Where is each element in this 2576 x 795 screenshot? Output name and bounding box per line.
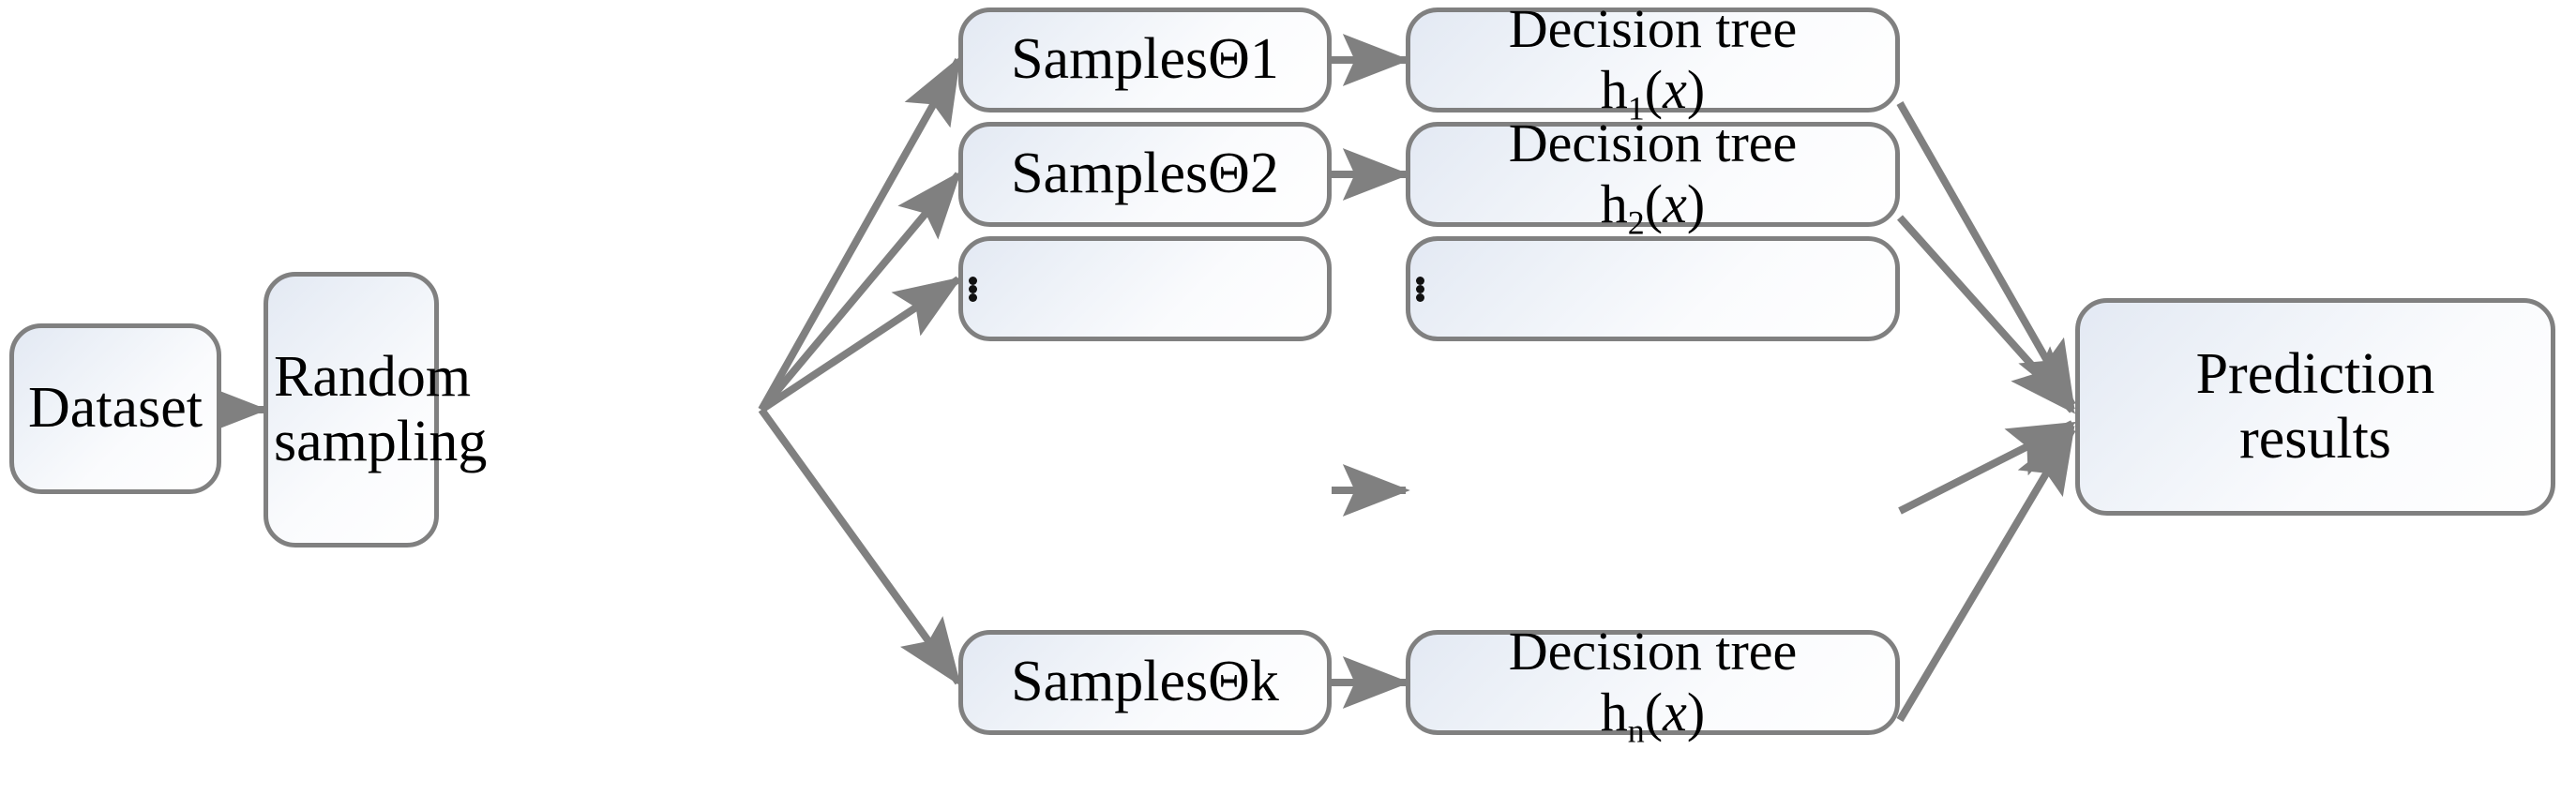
edge-sampling-to-samples-4: [758, 407, 962, 686]
node-tree-4-var: x: [1663, 682, 1687, 742]
node-random-sampling-line2: sampling: [274, 410, 488, 473]
edge-sampling-to-samples-2: [758, 171, 962, 412]
node-tree-4-fn: h: [1600, 682, 1628, 742]
node-tree-2-line1: Decision tree: [1508, 112, 1798, 174]
node-tree-4-line1: Decision tree: [1508, 621, 1798, 682]
edge-sampling-to-samples-3: [759, 276, 963, 413]
node-random-sampling-line1: Random: [274, 344, 472, 409]
node-tree-1-line1: Decision tree: [1508, 0, 1798, 60]
node-samples-ellipsis[interactable]: ⋮: [958, 236, 1332, 341]
node-tree-ellipsis-label: [1410, 276, 1895, 302]
node-samples-2-label: SamplesΘ2: [1011, 142, 1279, 206]
node-tree-4-sub: n: [1627, 712, 1645, 750]
dot-1: [1416, 276, 1424, 285]
node-tree-1-formula: h1(x): [1600, 59, 1706, 128]
edge-tree-1-to-prediction: [1896, 101, 2076, 410]
node-samples-4-label: SamplesΘk: [1011, 650, 1279, 714]
node-tree-2-label: Decision tree h2(x): [1410, 112, 1895, 242]
node-tree-1-label: Decision tree h1(x): [1410, 0, 1895, 128]
node-tree-4[interactable]: Decision tree hn(x): [1406, 621, 1900, 748]
dot-3: [969, 292, 977, 302]
node-prediction-line2: results: [2239, 407, 2391, 471]
node-tree-4-label: Decision tree hn(x): [1410, 621, 1895, 750]
node-tree-ellipsis[interactable]: ⋮: [1406, 236, 1900, 341]
node-tree-1-sub: 1: [1627, 89, 1645, 128]
node-tree-2-sub: 2: [1627, 203, 1645, 242]
node-tree-2-fn: h: [1600, 173, 1628, 234]
node-prediction-results-label: Prediction results: [2080, 342, 2551, 472]
dot-2: [1416, 284, 1424, 293]
node-samples-4[interactable]: SamplesΘk: [958, 630, 1332, 735]
node-tree-2[interactable]: Decision tree h2(x): [1406, 112, 1900, 240]
node-random-sampling[interactable]: Random sampling: [264, 272, 488, 548]
dot-3: [1416, 292, 1424, 302]
node-random-sampling-label: Random sampling: [268, 344, 488, 475]
edge-tree-3-to-prediction: [1898, 420, 2077, 515]
node-samples-1[interactable]: SamplesΘ1: [958, 8, 1332, 112]
node-tree-4-formula: hn(x): [1600, 682, 1706, 750]
node-tree-2-formula: h2(x): [1600, 173, 1706, 242]
edge-sampling-to-samples-1: [758, 55, 962, 412]
node-samples-1-label: SamplesΘ1: [1011, 27, 1279, 92]
dot-2: [969, 284, 977, 293]
node-tree-1-var: x: [1663, 59, 1687, 120]
node-prediction-results[interactable]: Prediction results: [2075, 298, 2555, 516]
node-dataset[interactable]: Dataset: [9, 323, 221, 494]
node-dataset-label: Dataset: [28, 376, 203, 441]
node-tree-1[interactable]: Decision tree h1(x): [1406, 0, 1900, 126]
edge-tree-2-to-prediction: [1897, 215, 2076, 414]
node-samples-ellipsis-label: [963, 276, 1327, 302]
dot-1: [969, 276, 977, 285]
node-samples-2[interactable]: SamplesΘ2: [958, 122, 1332, 227]
node-tree-1-fn: h: [1600, 59, 1628, 120]
edge-tree-4-to-prediction: [1896, 425, 2076, 723]
node-prediction-line1: Prediction: [2195, 341, 2435, 406]
node-tree-2-var: x: [1663, 173, 1687, 234]
